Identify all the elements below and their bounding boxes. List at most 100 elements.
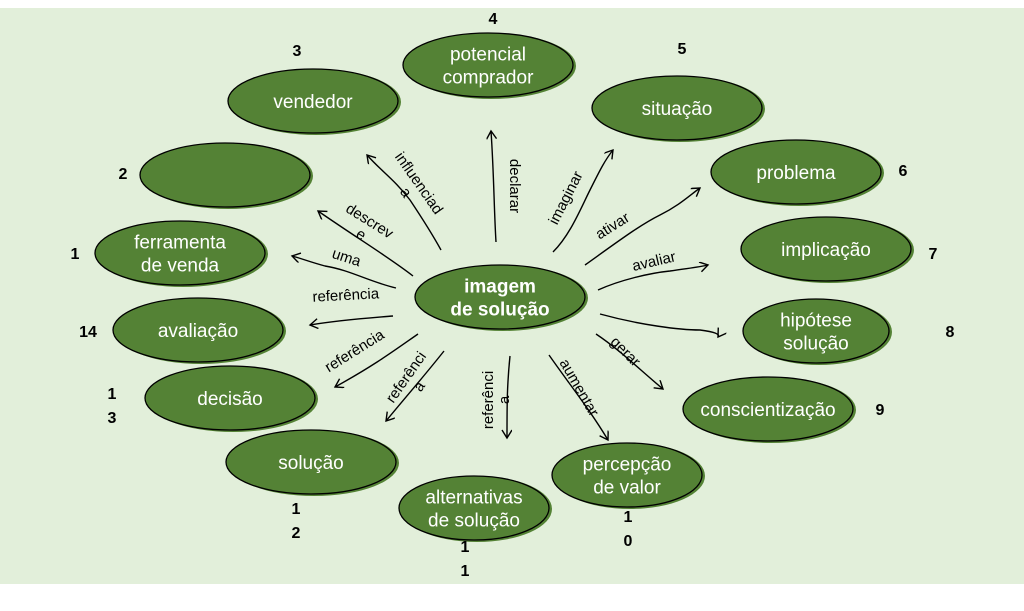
node-blank[interactable]: 2 <box>119 142 313 209</box>
edge-label: influenciada <box>378 149 446 227</box>
node-implicacao[interactable]: implicação 7 <box>740 216 938 283</box>
edge-arrow <box>597 265 708 291</box>
edge-arrow <box>335 333 419 387</box>
edge-label-line: referência <box>312 285 380 306</box>
node-label-line: de solução <box>450 300 549 321</box>
edge-label-line: imaginar <box>545 168 586 227</box>
edge-blank: descreve <box>318 200 414 277</box>
node-label-line: de solução <box>428 511 520 532</box>
node-avaliacao-outline <box>112 297 284 363</box>
node-number: 3 <box>293 43 302 60</box>
node-number-digit: 3 <box>108 410 117 427</box>
edge-arrow <box>318 211 414 277</box>
node-number-digit: 1 <box>292 501 301 518</box>
edge-hipotese <box>599 313 718 337</box>
node-number: 7 <box>929 246 938 263</box>
edge-label: referência <box>322 326 388 376</box>
node-number: 4 <box>489 11 498 28</box>
edge-potencial: declarar <box>491 131 523 243</box>
edge-label-line: a <box>496 395 513 404</box>
edge-arrow <box>599 313 718 337</box>
edge-percepcao: aumentar <box>548 354 608 440</box>
node-label-line: imagem <box>464 277 536 298</box>
edge-label: aumentar <box>556 356 602 419</box>
node-alternativas-outline <box>398 475 550 541</box>
edge-arrow <box>367 155 442 251</box>
edge-label: imaginar <box>545 168 586 227</box>
edge-alternativas: referência <box>480 355 513 438</box>
node-solucao-outline <box>225 429 397 495</box>
edge-implicacao: avaliar <box>597 248 708 291</box>
edge-label-line: gerar <box>607 333 644 370</box>
edge-label: referência <box>312 285 380 306</box>
node-problema-outline <box>710 139 882 205</box>
node-label-line: implicação <box>781 240 871 261</box>
edge-label-line: ativar <box>593 209 633 243</box>
node-label-line: percepção <box>583 455 672 476</box>
edge-label: ativar <box>593 209 633 243</box>
node-number-digit: 0 <box>624 533 633 550</box>
node-label-line: problema <box>756 163 836 184</box>
edge-arrow <box>386 350 445 421</box>
node-potencial-outline <box>402 32 574 98</box>
edge-arrow <box>584 188 700 266</box>
node-number: 9 <box>876 402 885 419</box>
node-label-line: potencial <box>450 45 526 66</box>
node-label-line: de valor <box>593 478 661 499</box>
edge-label: declarar <box>506 159 523 213</box>
edge-label-line: declarar <box>506 159 523 213</box>
edge-problema: ativar <box>584 188 700 266</box>
node-number: 2 <box>119 166 128 183</box>
node-number: 1 <box>71 246 80 263</box>
edge-arrow <box>552 150 613 253</box>
node-label-line: vendedor <box>273 92 353 113</box>
node-vendedor[interactable]: vendedor 3 <box>227 43 401 135</box>
edge-avaliacao: referência <box>310 285 394 325</box>
edge-label-line: referênci <box>480 371 497 429</box>
node-number-digit: 1 <box>624 509 633 526</box>
edge-ferramenta: uma <box>292 245 397 289</box>
edge-solucao: referência <box>383 349 445 421</box>
node-hipotese-outline <box>742 298 890 364</box>
node-vendedor-outline <box>227 68 399 134</box>
node-problema[interactable]: problema 6 <box>710 139 908 206</box>
edge-label-line: e <box>353 225 369 244</box>
edge-arrow <box>292 256 397 289</box>
node-number: 5 <box>678 41 687 58</box>
node-situacao-outline <box>591 75 763 141</box>
edge-label: uma <box>330 245 364 270</box>
node-label-line: de venda <box>141 256 220 277</box>
node-number: 6 <box>899 163 908 180</box>
edge-arrow <box>491 131 496 243</box>
node-label-line: decisão <box>197 389 263 410</box>
node-situacao[interactable]: situação 5 <box>591 41 765 142</box>
node-label-line: solução <box>278 453 344 474</box>
edge-arrow <box>507 355 510 438</box>
edge-label-line: aumentar <box>556 356 602 419</box>
node-label-line: ferramenta <box>134 233 226 254</box>
node-decisao-outline <box>144 365 316 431</box>
node-number: 8 <box>946 324 955 341</box>
node-number-digit: 1 <box>461 539 470 556</box>
edge-label-line: uma <box>330 245 364 270</box>
center-node-outline <box>414 264 586 330</box>
edge-arrow <box>310 315 394 325</box>
node-implicacao-outline <box>740 216 912 282</box>
node-label-line: avaliação <box>158 321 238 342</box>
node-label-line: comprador <box>443 68 534 89</box>
node-label-line: situação <box>642 99 713 120</box>
edge-arrow <box>595 333 663 389</box>
node-conscientizacao-outline <box>682 376 854 442</box>
edge-label-line: influenciad <box>391 149 446 217</box>
